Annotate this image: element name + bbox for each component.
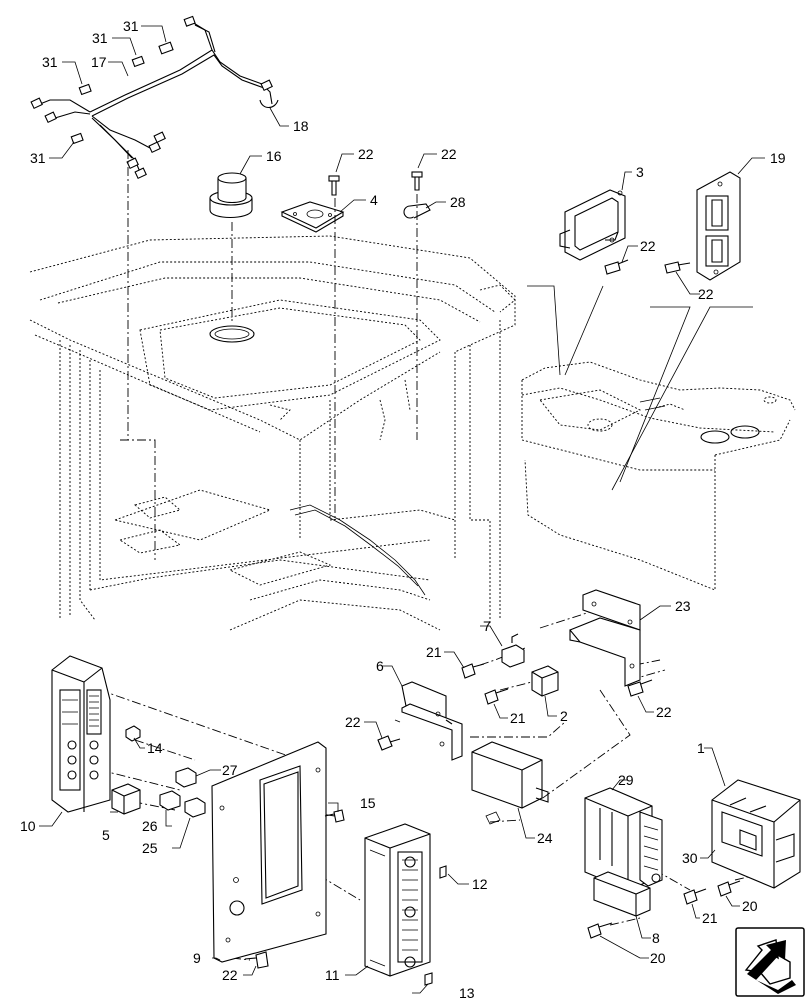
part-label-10: 10 (20, 818, 36, 834)
part-label-12: 12 (472, 876, 488, 892)
bracket-6 (401, 681, 463, 761)
part-label-1: 1 (697, 740, 705, 756)
part-label-22g: 22 (222, 967, 238, 983)
part-label-2: 2 (560, 708, 568, 724)
bolt-22-top-left (328, 175, 340, 196)
fuse-block-11 (364, 823, 431, 977)
bolt-22-bracket-6 (377, 735, 401, 751)
bolt-22-module-3 (604, 259, 629, 275)
label-leader-lines (39, 25, 765, 994)
part-label-22d: 22 (698, 286, 714, 302)
part-label-16: 16 (266, 148, 282, 164)
part-label-15: 15 (360, 795, 376, 811)
part-label-20a: 20 (742, 898, 758, 914)
part-label-7: 7 (483, 618, 491, 634)
part-label-11: 11 (325, 967, 340, 983)
part-label-31b: 31 (92, 30, 108, 46)
mounting-plate-9 (211, 741, 327, 963)
part-label-18: 18 (293, 118, 309, 134)
block-8 (593, 871, 651, 917)
module-3 (559, 189, 626, 261)
part-label-4: 4 (370, 192, 378, 208)
part-label-9: 9 (193, 950, 201, 966)
bolt-21-middle (484, 688, 509, 705)
part-label-28: 28 (450, 194, 466, 210)
part-label-19: 19 (770, 150, 786, 166)
module-19 (696, 171, 741, 281)
bolt-21-right (683, 888, 707, 905)
bolt-22-bracket-23 (627, 679, 653, 697)
part-label-25: 25 (142, 840, 158, 856)
part-label-21c: 21 (702, 910, 718, 926)
fuse-26 (159, 790, 181, 811)
fuse-27 (175, 767, 197, 788)
label-12 (439, 865, 447, 879)
harness-clips-31 (70, 41, 174, 145)
wiring-harness-17 (30, 15, 279, 180)
part-label-22e: 22 (656, 704, 672, 720)
part-label-22f: 22 (345, 714, 361, 730)
fuse-box-10 (51, 655, 111, 813)
part-label-31a: 31 (123, 18, 139, 34)
part-label-8: 8 (652, 930, 660, 946)
part-label-22c: 22 (640, 238, 656, 254)
relay-7 (501, 633, 525, 668)
bolt-22-top-right (411, 171, 423, 191)
part-labels: 31 31 31 17 31 18 16 22 22 4 28 3 19 22 … (20, 18, 786, 1000)
arrow-icon[interactable] (735, 927, 805, 997)
fuse-25 (184, 797, 206, 818)
part-label-29: 29 (618, 772, 634, 788)
cap-16 (209, 172, 253, 219)
relay-5 (111, 783, 141, 815)
right-console-outline (521, 361, 796, 591)
bolt-21-left (461, 663, 485, 679)
part-label-23: 23 (675, 598, 691, 614)
bolt-22-module-19 (664, 261, 691, 274)
bracket-23 (569, 589, 641, 687)
part-label-5: 5 (102, 827, 110, 843)
part-label-20b: 20 (650, 950, 666, 966)
part-label-21b: 21 (510, 710, 526, 726)
part-label-6: 6 (376, 658, 384, 674)
bolt-22-bottom (244, 951, 269, 969)
module-leader-lines (527, 285, 753, 491)
part-label-17: 17 (91, 54, 107, 70)
part-label-13: 13 (459, 985, 475, 1000)
bolt-20-right (717, 880, 741, 897)
module-24 (471, 741, 549, 825)
part-label-27: 27 (222, 762, 238, 778)
part-label-22b: 22 (441, 146, 457, 162)
relay-2 (531, 665, 559, 697)
plate-4 (280, 201, 345, 233)
cab-frame-outline (29, 235, 516, 631)
part-label-14: 14 (147, 740, 163, 756)
module-29 (584, 787, 663, 891)
part-label-30: 30 (682, 850, 698, 866)
cover-1 (711, 779, 801, 889)
part-label-3: 3 (636, 164, 644, 180)
part-label-31c: 31 (42, 54, 58, 70)
part-label-31d: 31 (30, 150, 46, 166)
part-label-24: 24 (537, 830, 553, 846)
label-13 (424, 972, 433, 986)
screw-15 (324, 809, 345, 823)
part-label-22a: 22 (358, 146, 374, 162)
relay-14 (125, 725, 141, 742)
part-label-21a: 21 (426, 644, 442, 660)
part-label-26: 26 (142, 818, 158, 834)
bolt-20-bottom (587, 922, 613, 939)
projection-lines (67, 150, 771, 961)
